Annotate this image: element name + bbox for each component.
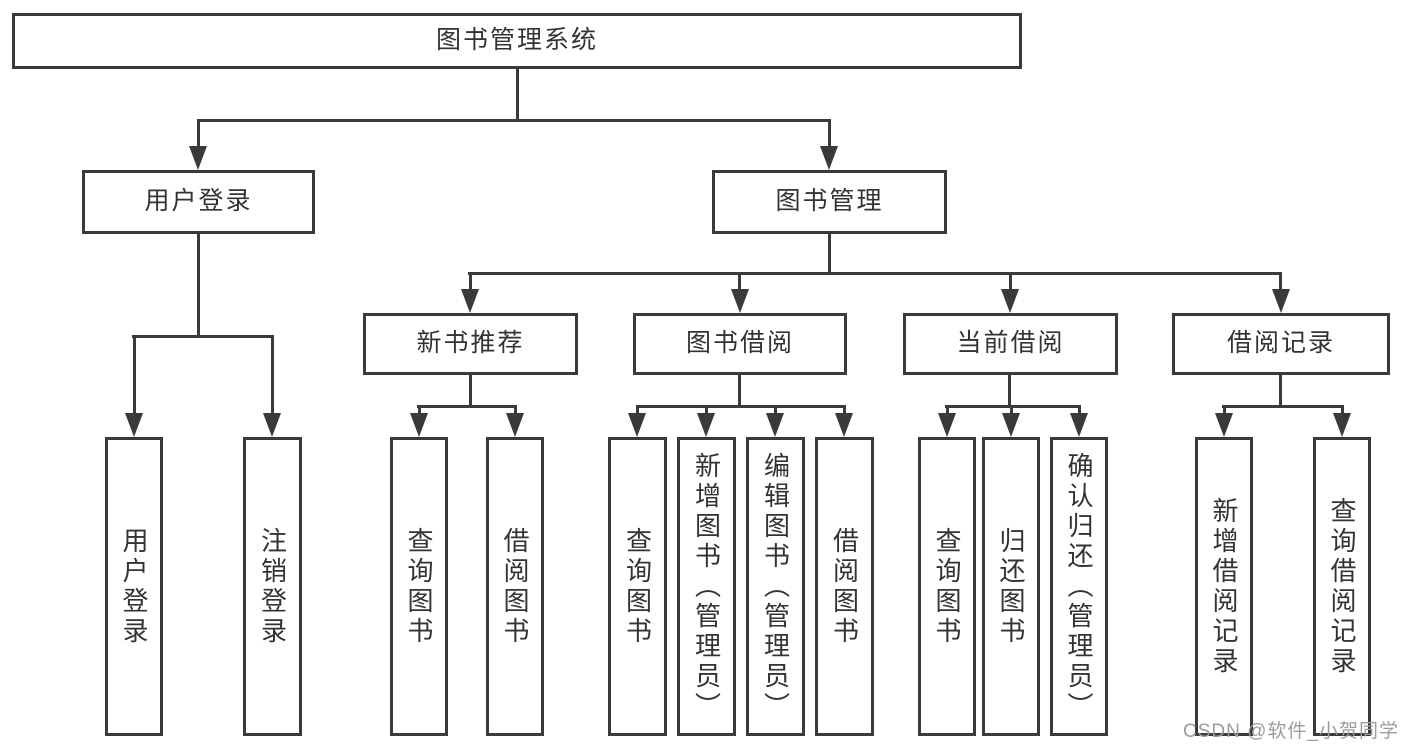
arrow-down-icon [835, 413, 853, 437]
node-leaf-borrow-books-1: 借阅图书 [486, 437, 544, 736]
connector-line [843, 405, 846, 415]
node-user-login: 用户登录 [82, 170, 315, 234]
connector-line [636, 405, 846, 408]
connector-line [469, 375, 472, 408]
node-borrow-records: 借阅记录 [1172, 313, 1390, 375]
node-borrow-records-label: 借阅记录 [1226, 329, 1335, 358]
connector-line [1341, 405, 1344, 415]
node-leaf-return-books: 归还图书 [982, 437, 1040, 736]
arrow-down-icon [125, 413, 143, 437]
node-leaf-borrow-books-2-label: 借阅图书 [829, 526, 860, 647]
arrow-down-icon [1070, 413, 1088, 437]
connector-line [705, 405, 708, 415]
connector-line [132, 335, 274, 338]
connector-line [828, 119, 831, 148]
node-leaf-query-books-2: 查询图书 [608, 437, 667, 736]
node-root: 图书管理系统 [12, 13, 1022, 69]
arrow-down-icon [820, 146, 838, 170]
node-book-borrow-label: 图书借阅 [685, 329, 794, 358]
arrow-down-icon [938, 413, 956, 437]
arrow-down-icon [263, 413, 281, 437]
connector-line [774, 405, 777, 415]
node-leaf-confirm-return-admin: 确认归还（管理员） [1050, 437, 1108, 736]
node-leaf-query-books-1: 查询图书 [390, 437, 448, 736]
arrow-down-icon [506, 413, 524, 437]
node-leaf-add-borrow-record-label: 新增借阅记录 [1209, 496, 1239, 677]
connector-line [738, 375, 741, 408]
connector-line [738, 272, 741, 291]
node-leaf-add-borrow-record: 新增借阅记录 [1195, 437, 1253, 736]
node-new-book-recommend: 新书推荐 [363, 313, 578, 375]
node-leaf-query-books-3-label: 查询图书 [932, 526, 962, 647]
arrow-down-icon [731, 289, 749, 313]
connector-line [945, 405, 1081, 408]
node-leaf-logout: 注销登录 [243, 437, 302, 736]
node-leaf-return-books-label: 归还图书 [996, 526, 1026, 647]
connector-line [1009, 272, 1012, 291]
node-leaf-add-books-admin: 新增图书（管理员） [677, 437, 736, 736]
connector-line [1008, 374, 1011, 408]
connector-line [418, 405, 421, 415]
node-leaf-query-borrow-record: 查询借阅记录 [1313, 437, 1371, 736]
connector-line [946, 405, 949, 415]
node-leaf-add-books-admin-label: 新增图书（管理员） [691, 451, 722, 722]
arrow-down-icon [1002, 413, 1020, 437]
connector-line [468, 272, 1282, 275]
arrow-down-icon [766, 413, 784, 437]
connector-line [197, 119, 831, 122]
node-leaf-confirm-return-admin-label: 确认归还（管理员） [1064, 451, 1094, 722]
connector-line [828, 234, 831, 275]
arrow-down-icon [697, 413, 715, 437]
connector-line [133, 335, 136, 415]
connector-line [1223, 405, 1226, 415]
connector-line [1078, 405, 1081, 415]
node-leaf-query-borrow-record-label: 查询借阅记录 [1327, 496, 1357, 677]
node-current-borrow-label: 当前借阅 [956, 329, 1065, 358]
arrow-down-icon [1215, 413, 1233, 437]
arrow-down-icon [1333, 413, 1351, 437]
arrow-down-icon [461, 289, 479, 313]
node-leaf-query-books-1-label: 查询图书 [404, 526, 434, 647]
connector-line [516, 69, 519, 122]
connector-line [1010, 405, 1013, 415]
connector-line [271, 335, 274, 415]
node-user-login-label: 用户登录 [144, 187, 253, 216]
arrow-down-icon [410, 413, 428, 437]
connector-line [197, 119, 200, 148]
arrow-down-icon [189, 146, 207, 170]
node-leaf-query-books-3: 查询图书 [918, 437, 976, 736]
arrow-down-icon [1272, 289, 1290, 313]
node-book-borrow: 图书借阅 [633, 313, 847, 375]
node-leaf-query-books-2-label: 查询图书 [622, 526, 653, 647]
connector-line [1222, 405, 1344, 408]
node-leaf-borrow-books-1-label: 借阅图书 [500, 526, 530, 647]
connector-line [514, 405, 517, 415]
connector-line [469, 272, 472, 291]
node-new-book-recommend-label: 新书推荐 [416, 329, 525, 358]
node-root-label: 图书管理系统 [435, 26, 598, 55]
csdn-watermark: CSDN @软件_小贺同学 [1183, 721, 1399, 742]
connector-line [1279, 272, 1282, 291]
node-leaf-borrow-books-2: 借阅图书 [815, 437, 874, 736]
connector-line [636, 405, 639, 415]
node-leaf-edit-books-admin-label: 编辑图书（管理员） [760, 451, 791, 722]
connector-line [1279, 375, 1282, 408]
node-current-borrow: 当前借阅 [903, 313, 1118, 375]
node-book-management: 图书管理 [712, 170, 947, 234]
node-book-management-label: 图书管理 [775, 187, 884, 216]
node-leaf-user-login: 用户登录 [105, 437, 163, 736]
connector-line [417, 405, 517, 408]
node-leaf-user-login-label: 用户登录 [119, 526, 149, 647]
arrow-down-icon [628, 413, 646, 437]
arrow-down-icon [1001, 289, 1019, 313]
connector-line [197, 234, 200, 338]
node-leaf-logout-label: 注销登录 [257, 526, 288, 647]
node-leaf-edit-books-admin: 编辑图书（管理员） [746, 437, 805, 736]
